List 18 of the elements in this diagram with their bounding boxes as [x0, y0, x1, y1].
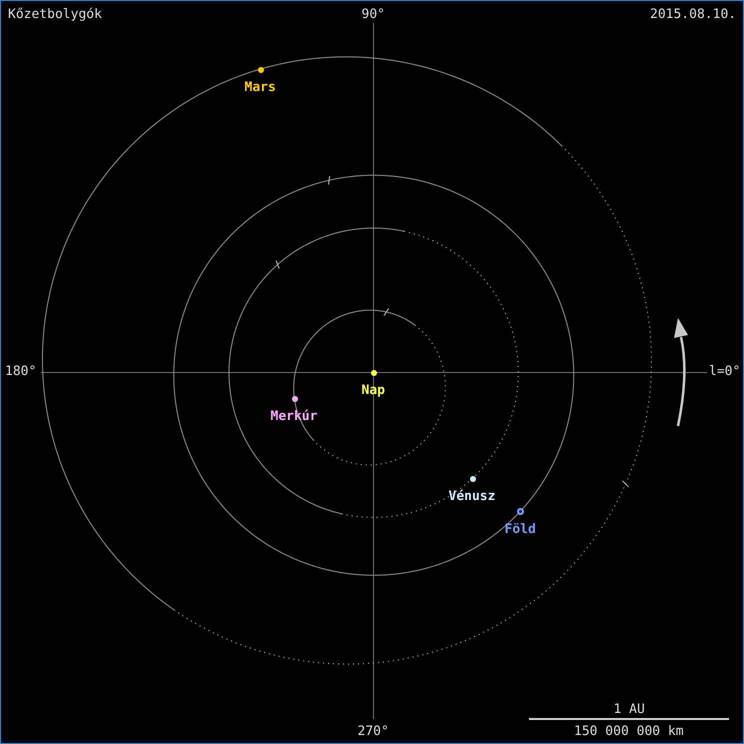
planet-label: Föld [504, 522, 536, 536]
date-label: 2015.08.10. [650, 6, 736, 22]
planet-marker-icon [292, 396, 298, 402]
axis-label: l=0° [709, 364, 740, 378]
axis-label: 270° [358, 724, 389, 738]
scale-label: 150 000 000 km [574, 724, 684, 738]
planet-marker-icon [470, 476, 476, 482]
planet-marker-icon [517, 508, 524, 515]
axis-label: 90° [362, 6, 385, 22]
planet-marker-icon [258, 66, 264, 72]
planet-label: Vénusz [448, 488, 496, 504]
planet-label: Mars [244, 80, 276, 94]
scale-label: 1 AU [614, 702, 645, 716]
axis-label: 180° [5, 364, 36, 378]
planet-label: Nap [362, 382, 385, 398]
title: Kőzetbolygók [8, 6, 102, 22]
planet-label: Merkúr [270, 408, 318, 424]
sun-marker-icon [370, 370, 376, 376]
